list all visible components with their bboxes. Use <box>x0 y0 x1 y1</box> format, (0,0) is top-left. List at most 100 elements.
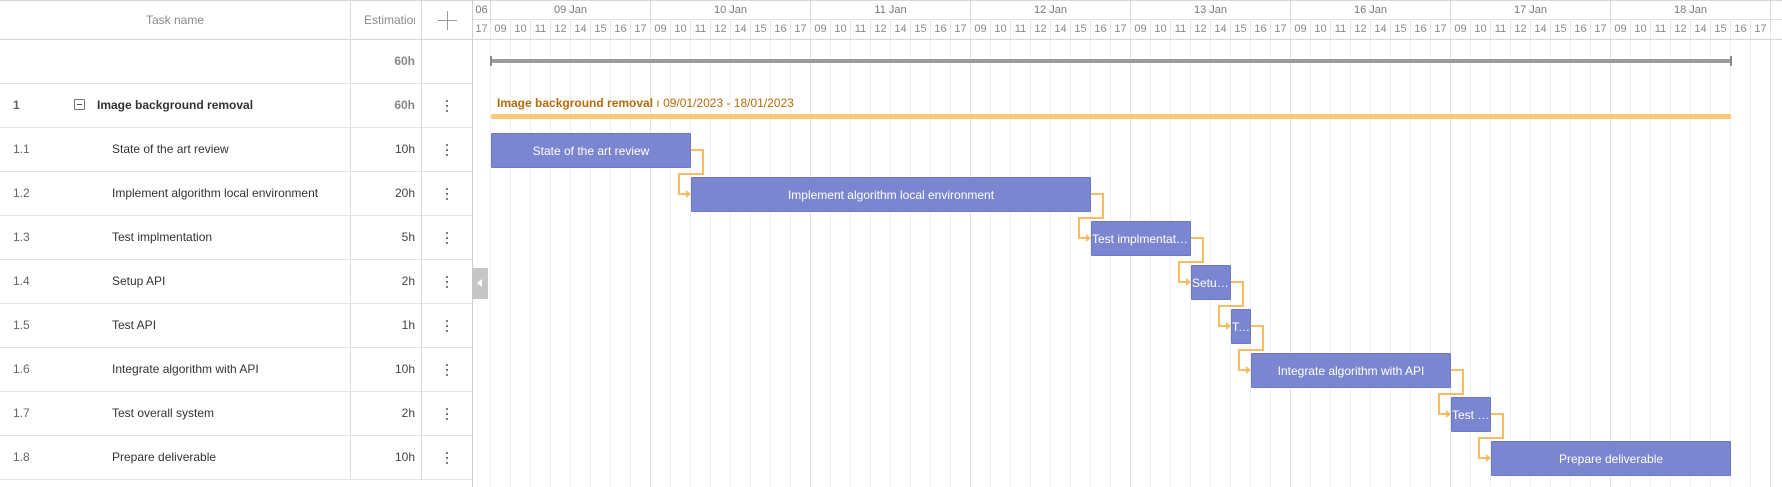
column-header-estimation[interactable]: Estimation <box>364 13 415 27</box>
row-menu-icon[interactable] <box>438 230 456 246</box>
dependency-link[interactable] <box>1238 325 1264 371</box>
row-menu-icon[interactable] <box>438 318 456 334</box>
task-estimation: 10h <box>394 362 415 376</box>
hour-label: 17 <box>1271 20 1291 39</box>
link-arrow-icon <box>1086 234 1091 242</box>
task-bar[interactable]: Integrate algorithm with API <box>1251 352 1451 388</box>
hour-label: 15 <box>1071 20 1091 39</box>
task-name: Integrate algorithm with API <box>112 362 259 376</box>
task-estimation: 2h <box>401 406 415 420</box>
hour-label: 09 <box>491 20 511 39</box>
row-menu-icon[interactable] <box>438 142 456 158</box>
row-menu-icon[interactable] <box>438 362 456 378</box>
hour-label: 14 <box>891 20 911 39</box>
project-total-estimation: 60h <box>394 54 415 68</box>
row-menu-icon[interactable] <box>438 450 456 466</box>
summary-name: Image background removal <box>497 96 654 110</box>
hour-label: 14 <box>1531 20 1551 39</box>
task-bar[interactable]: Setup API <box>1191 264 1231 300</box>
summary-bar[interactable] <box>491 114 1731 119</box>
task-number: 1.4 <box>13 274 30 288</box>
hour-label: 10 <box>1151 20 1171 39</box>
row-menu-icon[interactable] <box>438 274 456 290</box>
task-estimation: 60h <box>394 98 415 112</box>
task-row[interactable]: 1.4 Setup API 2h <box>0 260 472 304</box>
hour-label: 16 <box>1251 20 1271 39</box>
hour-label: 14 <box>1691 20 1711 39</box>
hour-label: 15 <box>1231 20 1251 39</box>
row-menu-icon[interactable] <box>438 98 456 114</box>
task-bar[interactable]: Test API <box>1231 308 1251 344</box>
hour-label: 16 <box>1731 20 1751 39</box>
task-estimation: 20h <box>394 186 415 200</box>
row-menu-icon[interactable] <box>438 186 456 202</box>
link-arrow-icon <box>1486 454 1491 462</box>
hour-label: 10 <box>1631 20 1651 39</box>
dependency-link[interactable] <box>1078 193 1104 239</box>
hour-label: 15 <box>1551 20 1571 39</box>
hour-label: 11 <box>691 20 711 39</box>
task-name: Test overall system <box>112 406 215 420</box>
hour-label: 16 <box>1091 20 1111 39</box>
dependency-link[interactable] <box>1438 369 1464 415</box>
task-bar[interactable]: Test implmentation <box>1091 220 1191 256</box>
dependency-link[interactable] <box>1178 237 1204 283</box>
hour-label: 16 <box>931 20 951 39</box>
hour-label: 12 <box>1511 20 1531 39</box>
project-span-end-cap <box>1730 56 1732 66</box>
task-bar[interactable]: State of the art review <box>491 132 691 168</box>
task-name: Implement algorithm local environment <box>112 186 319 200</box>
dependency-link[interactable] <box>678 149 704 195</box>
row-menu-icon[interactable] <box>438 406 456 422</box>
task-row[interactable]: 1.6 Integrate algorithm with API 10h <box>0 348 472 392</box>
summary-dates: 09/01/2023 - 18/01/2023 <box>663 96 794 110</box>
task-estimation: 1h <box>401 318 415 332</box>
hour-label: 09 <box>971 20 991 39</box>
hour-label: 16 <box>611 20 631 39</box>
hour-label: 12 <box>871 20 891 39</box>
link-arrow-icon <box>1186 278 1191 286</box>
task-number: 1.1 <box>13 142 30 156</box>
dependency-link[interactable] <box>1218 281 1244 327</box>
task-number: 1.6 <box>13 362 30 376</box>
link-arrow-icon <box>1246 366 1251 374</box>
hour-label: 12 <box>1351 20 1371 39</box>
hour-label: 12 <box>711 20 731 39</box>
task-bar[interactable]: Prepare deliverable <box>1491 440 1731 476</box>
hour-label: 16 <box>1571 20 1591 39</box>
task-bar[interactable]: Implement algorithm local environment <box>691 176 1091 212</box>
task-name: Setup API <box>112 274 166 288</box>
collapse-icon[interactable] <box>74 99 85 110</box>
task-bar[interactable]: Test overall system <box>1451 396 1491 432</box>
hour-label: 09 <box>1131 20 1151 39</box>
task-estimation: 5h <box>401 230 415 244</box>
day-label: 13 Jan <box>1131 1 1291 20</box>
hour-label: 14 <box>1051 20 1071 39</box>
column-header-task-name[interactable]: Task name <box>145 13 205 27</box>
dependency-link[interactable] <box>1478 413 1504 459</box>
hour-label: 10 <box>511 20 531 39</box>
project-row: 60h <box>0 40 472 84</box>
grid-splitter[interactable] <box>472 0 473 487</box>
timeline-grid <box>473 40 1782 487</box>
task-estimation: 2h <box>401 274 415 288</box>
collapse-grid-button[interactable] <box>472 268 488 299</box>
hour-label: 14 <box>731 20 751 39</box>
hour-label: 17 <box>631 20 651 39</box>
hour-label: 11 <box>851 20 871 39</box>
day-label: 16 Jan <box>1291 1 1451 20</box>
hour-label: 17 <box>473 20 491 39</box>
hour-label: 09 <box>811 20 831 39</box>
add-task-button[interactable] <box>422 1 472 39</box>
link-arrow-icon <box>1446 410 1451 418</box>
